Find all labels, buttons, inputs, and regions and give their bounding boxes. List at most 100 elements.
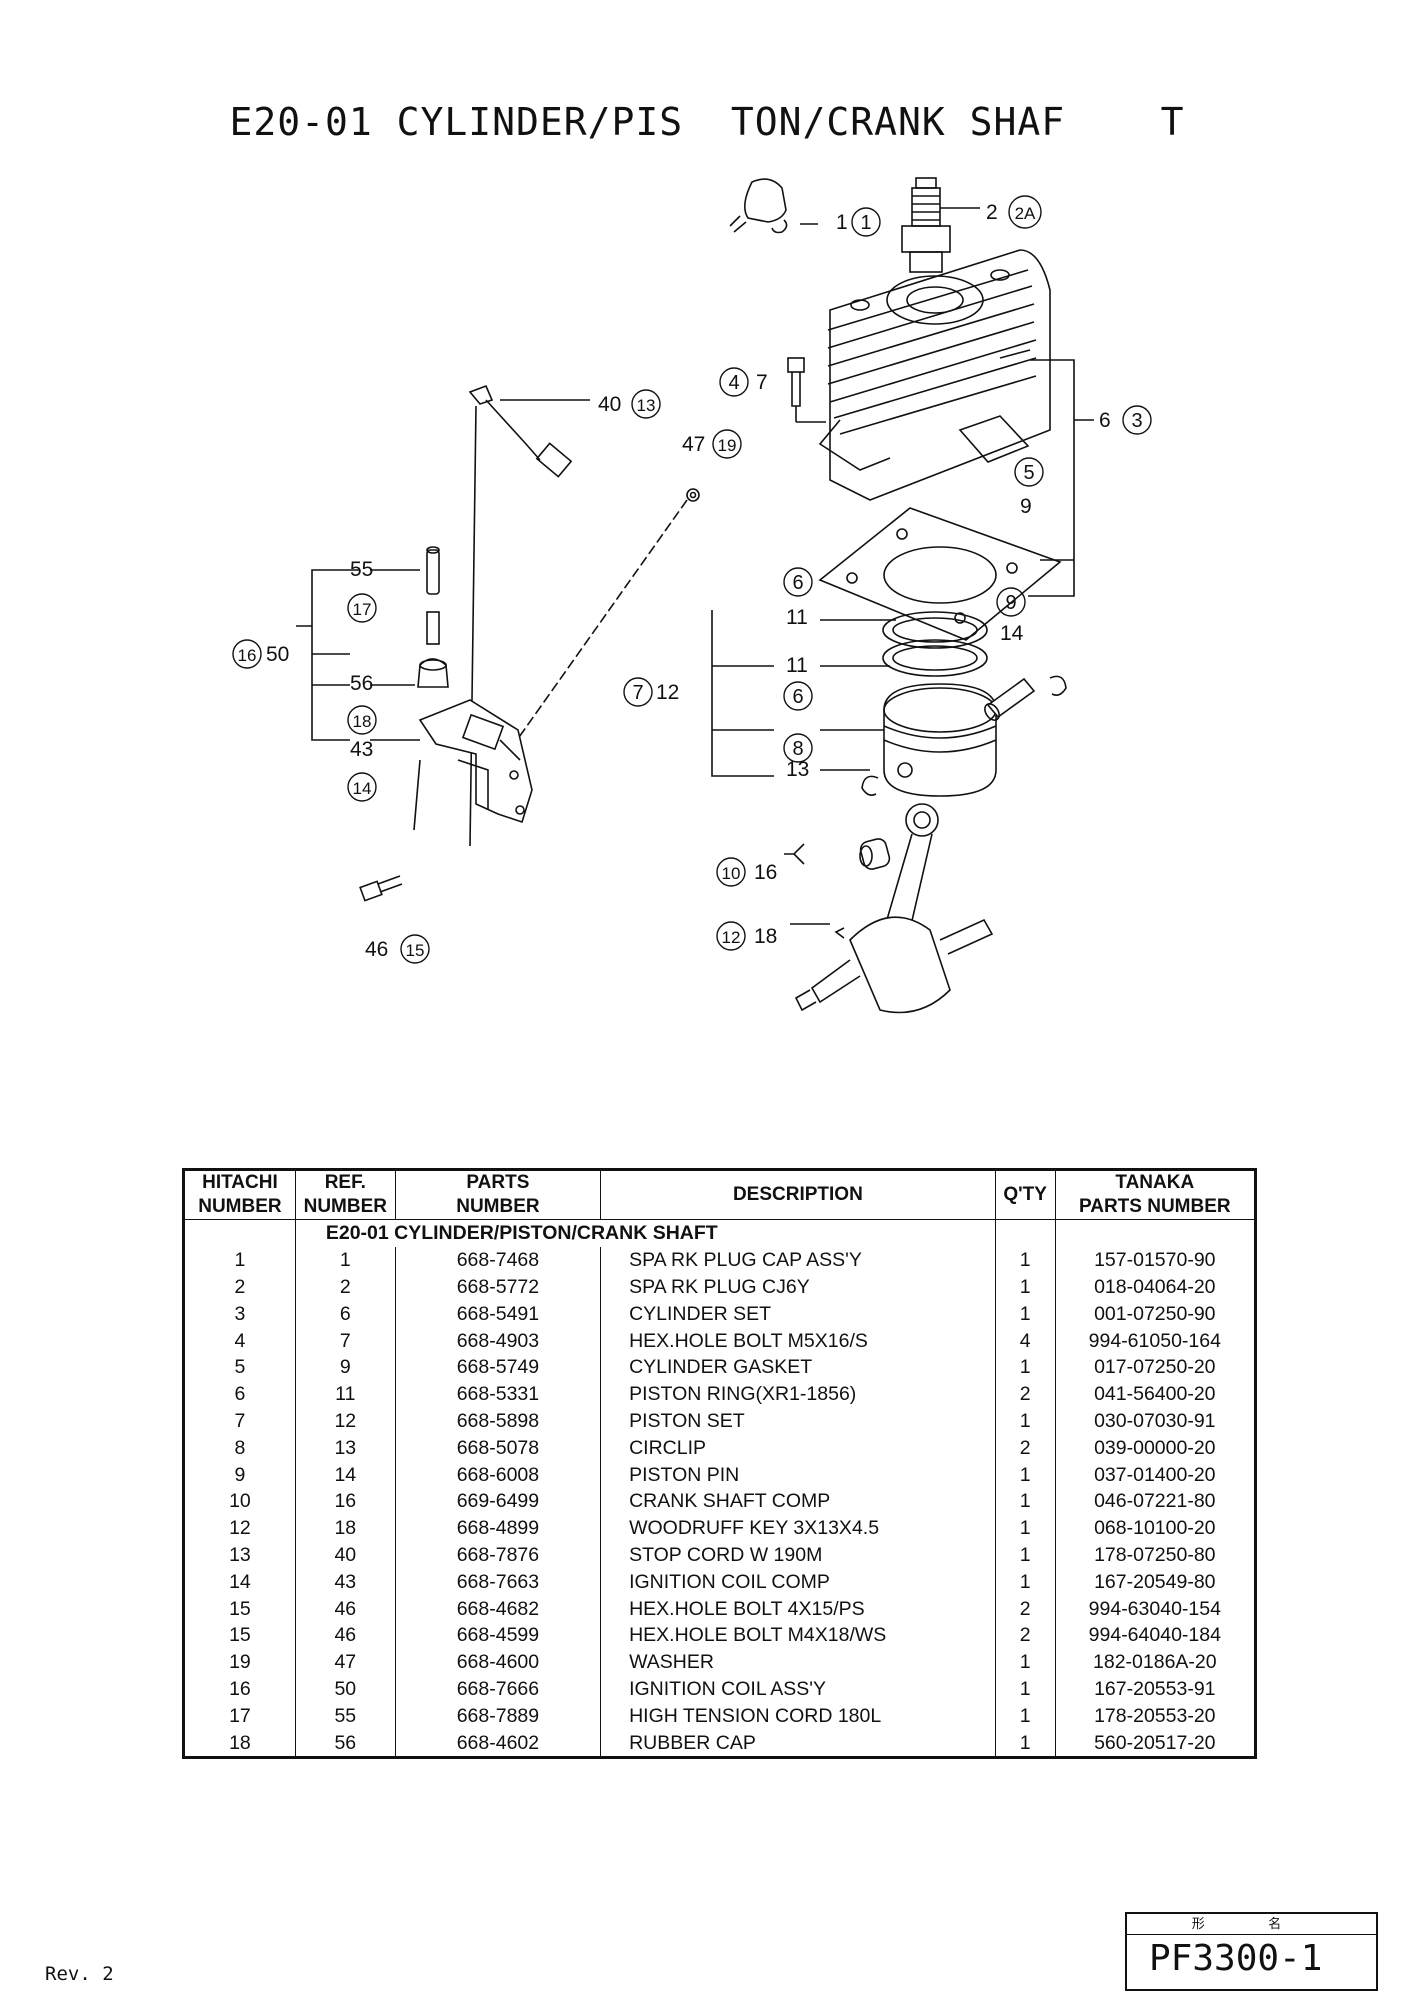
cell-parts-number: 668-5491 [394,1300,602,1328]
cell-parts-number: 668-5078 [394,1434,602,1462]
cell-qty: 2 [994,1621,1056,1649]
cell-qty: 2 [994,1380,1056,1408]
cell-hitachi-number: 19 [183,1648,296,1676]
ref-label-11-bottom: 11 [786,654,808,677]
cell-description: RUBBER CAP [600,1729,996,1758]
cell-qty: 1 [994,1353,1056,1381]
piston-drawing [820,683,997,797]
ref-label-43: 43 [350,738,373,761]
spark-plug-cap-drawing [729,178,818,234]
ignition-coil-drawing [413,699,533,831]
cell-qty: 1 [994,1514,1056,1542]
cell-description: HEX.HOLE BOLT 4X15/PS [600,1595,996,1622]
cell-parts-number: 668-4600 [394,1648,602,1676]
cell-qty: 1 [994,1407,1056,1435]
cell-hitachi-number: 4 [183,1327,296,1354]
cell-hitachi-number: 18 [183,1729,296,1758]
cell-qty: 1 [994,1702,1056,1730]
high-tension-cord-drawing [426,546,440,645]
cell-description: SPA RK PLUG CAP ASS'Y [600,1246,996,1274]
cell-hitachi-number: 13 [183,1541,296,1569]
cell-tanaka-parts-number: 046-07221-80 [1054,1487,1257,1515]
cell-ref-number: 55 [294,1702,396,1730]
cell-ref-number: 6 [294,1300,396,1328]
cell-tanaka-parts-number: 068-10100-20 [1054,1514,1257,1542]
cell-ref-number: 14 [294,1461,396,1488]
cell-ref-number: 1 [294,1246,396,1274]
callout-3: 3 [1131,410,1142,432]
cell-qty: 1 [994,1246,1056,1274]
callout-10: 10 [722,864,741,883]
cell-description: CYLINDER GASKET [600,1353,996,1381]
cell-tanaka-parts-number: 182-0186A-20 [1054,1648,1257,1676]
ref-label-12: 12 [656,681,679,704]
cell-description: CYLINDER SET [600,1300,996,1328]
cell-qty: 1 [994,1568,1056,1596]
cell-tanaka-parts-number: 039-00000-20 [1054,1434,1257,1462]
callout-6-rings-top: 6 [792,572,803,594]
needle-bearing-drawing [784,838,891,870]
cell-parts-number: 668-6008 [394,1461,602,1488]
cell-description: CIRCLIP [600,1434,996,1462]
ref-label-14: 14 [1000,622,1024,645]
cell-tanaka-parts-number: 178-07250-80 [1054,1541,1257,1569]
cell-hitachi-number: 14 [183,1568,296,1596]
cell-hitachi-number: 3 [183,1300,296,1328]
cell-parts-number: 668-4903 [394,1327,602,1354]
ref-label-18: 18 [754,925,777,948]
page-title: E20-01 CYLINDER/PIS TON/CRANK SHAF T [229,100,1185,144]
cell-tanaka-parts-number: 178-20553-20 [1054,1702,1257,1730]
cylinder-bolt-drawing [787,357,826,423]
cell-qty: 1 [994,1648,1056,1676]
cell-hitachi-number: 12 [183,1514,296,1542]
ref-label-1: 1 [836,211,848,234]
section-title-row: E20-01 CYLINDER/PISTON/CRANK SHAFT [183,1219,1257,1247]
cell-tanaka-parts-number: 030-07030-91 [1054,1407,1257,1435]
callout-14: 14 [353,779,372,798]
cell-tanaka-parts-number: 994-64040-184 [1054,1621,1257,1649]
cell-ref-number: 46 [294,1621,396,1649]
cell-description: STOP CORD W 190M [600,1541,996,1569]
cell-parts-number: 668-5331 [394,1380,602,1408]
cell-parts-number: 669-6499 [394,1487,602,1515]
cell-qty: 1 [994,1729,1056,1758]
cell-ref-number: 40 [294,1541,396,1569]
cell-tanaka-parts-number: 167-20553-91 [1054,1675,1257,1703]
cell-ref-number: 43 [294,1568,396,1596]
ref-label-55: 55 [350,558,373,581]
piston-pin-drawing [984,677,1036,721]
callout-15: 15 [406,941,425,960]
cell-tanaka-parts-number: 001-07250-90 [1054,1300,1257,1328]
ref-label-56: 56 [350,672,373,695]
cell-hitachi-number: 15 [183,1621,296,1649]
ref-label-7: 7 [756,371,768,394]
cell-hitachi-number: 9 [183,1461,296,1488]
cell-description: CRANK SHAFT COMP [600,1487,996,1515]
cell-parts-number: 668-5749 [394,1353,602,1381]
cell-ref-number: 18 [294,1514,396,1542]
callout-12: 12 [722,928,741,947]
callout-5: 5 [1023,462,1034,484]
cell-tanaka-parts-number: 041-56400-20 [1054,1380,1257,1408]
ref-label-9: 9 [1020,495,1032,518]
cell-description: WOODRUFF KEY 3X13X4.5 [600,1514,996,1542]
cell-ref-number: 47 [294,1648,396,1676]
cell-tanaka-parts-number: 157-01570-90 [1054,1246,1257,1274]
cylinder-gasket-drawing [818,507,1074,641]
cylinder-drawing [818,249,1051,501]
cell-hitachi-number: 6 [183,1380,296,1408]
